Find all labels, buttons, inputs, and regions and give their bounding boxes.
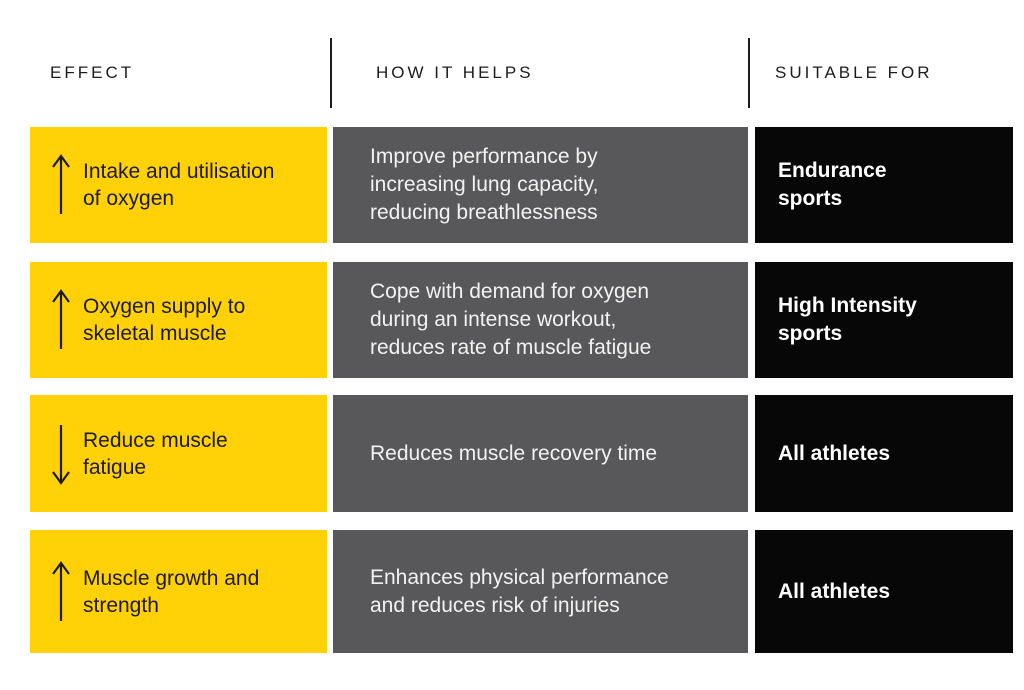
header-divider: [330, 38, 332, 108]
effect-label: Intake and utilisation of oxygen: [83, 160, 275, 210]
up-arrow-icon: [52, 560, 70, 623]
suitable-for-label: Endurance sports: [778, 159, 887, 210]
how-it-helps-cell: Enhances physical performance and reduce…: [333, 530, 748, 653]
how-it-helps-label: Improve performance by increasing lung c…: [370, 145, 599, 224]
how-it-helps-cell: Improve performance by increasing lung c…: [333, 127, 748, 243]
up-arrow-icon: [52, 154, 70, 216]
effect-label: Reduce muscle fatigue: [83, 428, 228, 479]
effect-cell: Oxygen supply to skeletal muscle: [30, 262, 327, 378]
down-arrow-icon: [52, 423, 70, 485]
column-header-suitable-for: SUITABLE FOR: [775, 63, 933, 82]
header-divider: [748, 38, 750, 108]
how-it-helps-label: Cope with demand for oxygen during an in…: [370, 280, 652, 359]
how-it-helps-cell: Reduces muscle recovery time: [333, 395, 748, 512]
suitable-for-cell: High Intensity sports: [755, 262, 1013, 378]
how-it-helps-label: Enhances physical performance and reduce…: [370, 565, 669, 617]
effect-label: Muscle growth and strength: [83, 566, 260, 617]
effect-cell: Reduce muscle fatigue: [30, 395, 327, 512]
column-header-effect: EFFECT: [50, 63, 135, 82]
up-arrow-icon: [52, 289, 70, 351]
suitable-for-label: All athletes: [778, 441, 891, 465]
suitable-for-cell: All athletes: [755, 395, 1013, 512]
suitable-for-label: High Intensity sports: [778, 294, 917, 345]
suitable-for-cell: Endurance sports: [755, 127, 1013, 243]
column-header-how-it-helps: HOW IT HELPS: [376, 63, 534, 82]
how-it-helps-cell: Cope with demand for oxygen during an in…: [333, 262, 748, 378]
suitable-for-cell: All athletes: [755, 530, 1013, 653]
how-it-helps-label: Reduces muscle recovery time: [370, 441, 658, 465]
effect-cell: Muscle growth and strength: [30, 530, 327, 653]
suitable-for-label: All athletes: [778, 579, 891, 603]
effect-label: Oxygen supply to skeletal muscle: [83, 295, 246, 345]
effect-cell: Intake and utilisation of oxygen: [30, 127, 327, 243]
